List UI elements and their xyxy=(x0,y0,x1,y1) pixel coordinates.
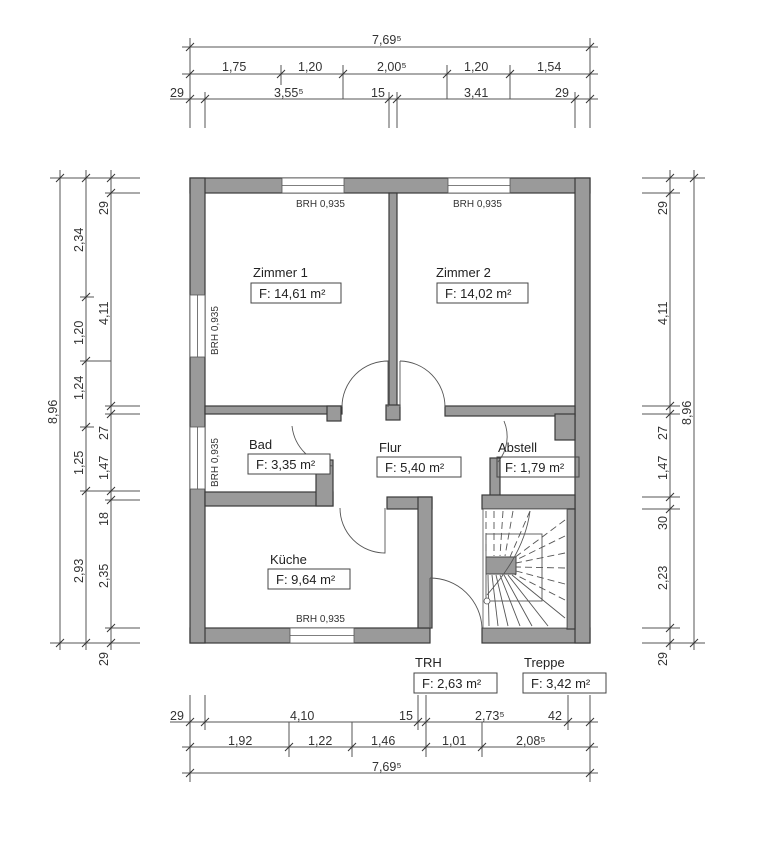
dim-top-r2-3: 1,20 xyxy=(464,60,488,74)
dimensions-bottom: 29 4,10 15 2,73⁵ 42 1,92 1,22 1,46 1,01 … xyxy=(170,695,598,782)
dim-right-i1: 4,11 xyxy=(656,302,670,325)
dim-bot-r2-3: 1,01 xyxy=(442,734,466,748)
dim-right-i0: 29 xyxy=(656,201,670,215)
dim-bot-r2-1: 1,22 xyxy=(308,734,332,748)
dim-left-i5: 2,35 xyxy=(97,564,111,588)
stair-newel xyxy=(485,556,517,575)
room-area: F: 9,64 m² xyxy=(276,572,336,587)
room-area: F: 14,02 m² xyxy=(445,286,512,301)
room-name: Zimmer 1 xyxy=(253,265,308,280)
dim-left-i0: 29 xyxy=(97,201,111,215)
wall-zimmer2-south xyxy=(444,405,576,417)
dim-bot-r1-0: 29 xyxy=(170,709,184,723)
dim-top-total: 7,69⁵ xyxy=(372,33,402,47)
room-area: F: 1,79 m² xyxy=(505,460,565,475)
room-name: Treppe xyxy=(524,655,565,670)
wall-zimmer-divider xyxy=(388,192,398,409)
wall-zimmer1-stub xyxy=(326,405,342,422)
wall-south-right xyxy=(481,627,591,644)
staircase xyxy=(482,508,568,629)
dim-bot-r2-0: 1,92 xyxy=(228,734,252,748)
door-zimmer2 xyxy=(399,360,446,408)
wall-bad-south xyxy=(204,491,334,507)
room-abstell: Abstell F: 1,79 m² xyxy=(496,440,580,478)
brh-label-zimmer2-north: BRH 0,935 xyxy=(453,199,502,210)
door-abstell xyxy=(497,420,508,463)
dim-top-r3-1: 3,55⁵ xyxy=(274,86,304,100)
dimensions-left: 8,96 2,34 1,20 1,24 1,25 2,93 29 4,11 27… xyxy=(46,170,140,666)
room-bad: Bad F: 3,35 m² xyxy=(247,437,331,475)
dim-bot-total: 7,69⁵ xyxy=(372,760,402,774)
room-area: F: 3,42 m² xyxy=(531,676,591,691)
dim-left-m2: 1,24 xyxy=(72,376,86,400)
room-name: Küche xyxy=(270,552,307,567)
room-treppe: Treppe F: 3,42 m² xyxy=(522,655,607,694)
room-name: Bad xyxy=(249,437,272,452)
dim-right-total: 8,96 xyxy=(680,401,694,425)
dim-left-i1: 4,11 xyxy=(97,302,111,325)
wall-abstell-corner xyxy=(554,413,576,441)
wall-north xyxy=(189,177,591,194)
wall-kueche-east xyxy=(417,496,433,629)
brh-label-zimmer1-north: BRH 0,935 xyxy=(296,199,345,210)
dim-left-m0: 2,34 xyxy=(72,228,86,252)
door-zimmer1 xyxy=(341,360,389,408)
dim-bot-r1-4: 42 xyxy=(548,709,562,723)
dim-left-i3: 1,47 xyxy=(97,456,111,480)
dim-top-r2-0: 1,75 xyxy=(222,60,246,74)
dim-left-m4: 2,93 xyxy=(72,559,86,583)
wall-zimmer1-south xyxy=(204,405,343,415)
dim-right-i6: 29 xyxy=(656,652,670,666)
dim-left-m3: 1,25 xyxy=(72,451,86,475)
room-zimmer1: Zimmer 1 F: 14,61 m² xyxy=(250,265,342,304)
dim-top-r3-0: 29 xyxy=(170,86,184,100)
room-trh: TRH F: 2,63 m² xyxy=(413,655,498,694)
room-area: F: 3,35 m² xyxy=(256,457,316,472)
dimensions-right: 29 4,11 27 1,47 30 2,23 29 8,96 xyxy=(642,170,705,666)
room-flur: Flur F: 5,40 m² xyxy=(376,440,462,478)
dim-top-r2-1: 1,20 xyxy=(298,60,322,74)
door-trh xyxy=(429,577,483,629)
dimensions-top: 7,69⁵ 1,75 1,20 2,00⁵ 1,20 1,54 29 3,55⁵… xyxy=(170,33,598,128)
room-name: TRH xyxy=(415,655,442,670)
dim-top-r3-3: 3,41 xyxy=(464,86,488,100)
dim-left-i2: 27 xyxy=(97,426,111,440)
wall-stair-east xyxy=(566,508,576,630)
dim-right-i5: 2,23 xyxy=(656,566,670,590)
dim-left-m1: 1,20 xyxy=(72,321,86,345)
dim-left-i4: 18 xyxy=(97,512,111,526)
dim-bot-r1-3: 2,73⁵ xyxy=(475,709,505,723)
room-area: F: 5,40 m² xyxy=(385,460,445,475)
room-name: Flur xyxy=(379,440,402,455)
walls xyxy=(189,177,591,644)
dim-right-i2: 27 xyxy=(656,426,670,440)
room-name: Abstell xyxy=(498,440,537,455)
dim-left-total: 8,96 xyxy=(46,400,60,424)
brh-label-zimmer1-west: BRH 0,935 xyxy=(210,306,221,355)
dim-top-r3-4: 29 xyxy=(555,86,569,100)
room-kueche: Küche F: 9,64 m² xyxy=(267,552,351,590)
dim-top-r2-2: 2,00⁵ xyxy=(377,60,407,74)
dim-top-r3-2: 15 xyxy=(371,86,385,100)
dim-right-i4: 30 xyxy=(656,516,670,530)
dim-bot-r2-4: 2,08⁵ xyxy=(516,734,546,748)
brh-label-bad: BRH 0,935 xyxy=(210,438,221,487)
dim-right-i3: 1,47 xyxy=(656,456,670,480)
room-area: F: 2,63 m² xyxy=(422,676,482,691)
dim-top-r2-4: 1,54 xyxy=(537,60,561,74)
dim-bot-r2-2: 1,46 xyxy=(371,734,395,748)
wall-divider-stub xyxy=(385,404,401,421)
wall-stair-north xyxy=(481,494,576,510)
windows xyxy=(189,177,511,644)
wall-west xyxy=(189,177,206,644)
room-zimmer2: Zimmer 2 F: 14,02 m² xyxy=(436,265,529,304)
wall-east xyxy=(574,177,591,644)
room-area: F: 14,61 m² xyxy=(259,286,326,301)
brh-label-kueche: BRH 0,935 xyxy=(296,614,345,625)
room-name: Zimmer 2 xyxy=(436,265,491,280)
dim-left-i6: 29 xyxy=(97,652,111,666)
dim-bot-r1-1: 4,10 xyxy=(290,709,314,723)
door-kueche xyxy=(339,507,386,554)
dim-bot-r1-2: 15 xyxy=(399,709,413,723)
